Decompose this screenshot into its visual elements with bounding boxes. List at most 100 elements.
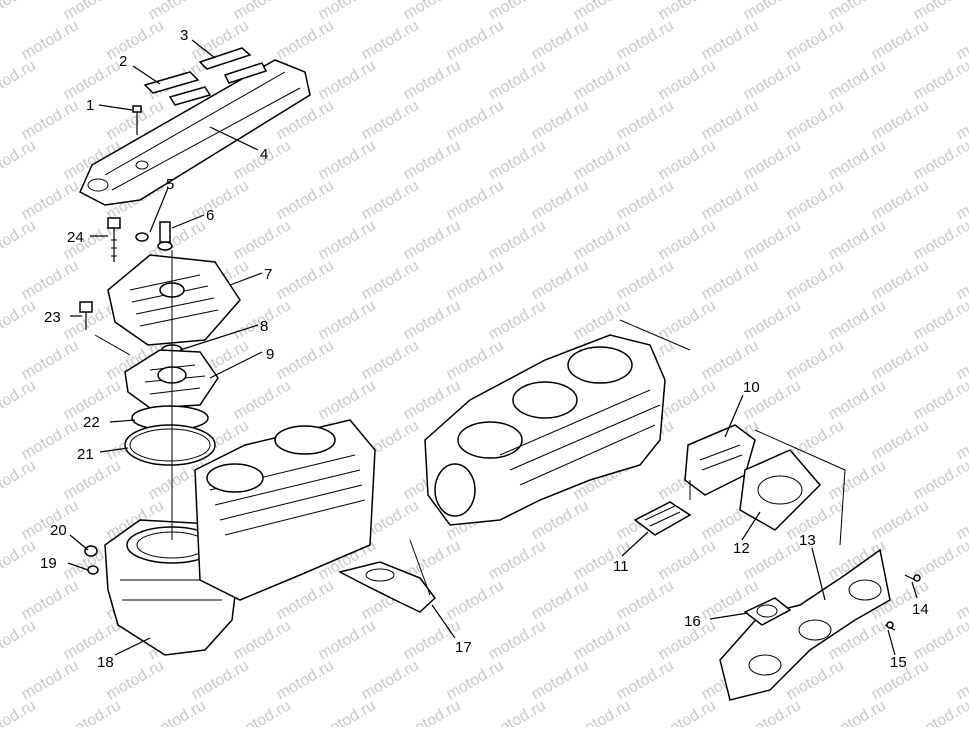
watermark-text: motod.ru	[869, 177, 932, 223]
watermark-text: motod.ru	[699, 17, 762, 63]
watermark-text: motod.ru	[444, 17, 507, 63]
watermark-text: motod.ru	[359, 97, 422, 143]
callout-2: 2	[119, 53, 127, 70]
part-24-bolt	[108, 218, 120, 262]
watermark-text: motod.ru	[231, 617, 294, 663]
watermark-text: motod.ru	[274, 577, 337, 623]
watermark-text: motod.ru	[444, 657, 507, 703]
watermark-text: motod.ru	[401, 137, 464, 183]
callout-13: 13	[799, 532, 816, 549]
watermark-text: motod.ru	[19, 337, 82, 383]
watermark-text: motod.ru	[486, 297, 549, 343]
watermark-text: motod.ru	[19, 257, 82, 303]
watermark-text: motod.ru	[911, 137, 969, 183]
watermark-text: motod.ru	[0, 297, 39, 343]
watermark-text: motod.ru	[486, 137, 549, 183]
watermark-text: motod.ru	[231, 377, 294, 423]
callout-1: 1	[86, 97, 94, 114]
watermark-text: motod.ru	[869, 257, 932, 303]
watermark-text: motod.ru	[954, 497, 969, 543]
watermark-text: motod.ru	[869, 497, 932, 543]
watermark-text: motod.ru	[656, 137, 719, 183]
watermark-text: motod.ru	[614, 577, 677, 623]
watermark-text: motod.ru	[571, 217, 634, 263]
watermark-text: motod.ru	[486, 617, 549, 663]
watermark-text: motod.ru	[656, 297, 719, 343]
watermark-text: motod.ru	[911, 297, 969, 343]
watermark-text: motod.ru	[699, 97, 762, 143]
watermark-text: motod.ru	[699, 337, 762, 383]
watermark-text: motod.ru	[444, 97, 507, 143]
watermark-text: motod.ru	[316, 377, 379, 423]
watermark-text: motod.ru	[0, 617, 39, 663]
watermark-text: motod.ru	[869, 417, 932, 463]
watermark-text: motod.ru	[614, 657, 677, 703]
watermark-text: motod.ru	[401, 697, 464, 727]
watermark-text: motod.ru	[954, 97, 969, 143]
watermark-text: motod.ru	[359, 657, 422, 703]
watermark-text: motod.ru	[784, 17, 847, 63]
callout-8: 8	[260, 318, 268, 335]
watermark-text: motod.ru	[316, 297, 379, 343]
callout-22: 22	[83, 414, 100, 431]
watermark-text: motod.ru	[614, 257, 677, 303]
watermark-text: motod.ru	[19, 17, 82, 63]
watermark-text: motod.ru	[316, 57, 379, 103]
watermark-text: motod.ru	[869, 97, 932, 143]
watermark-text: motod.ru	[231, 217, 294, 263]
watermark-text: motod.ru	[784, 337, 847, 383]
watermark-text: motod.ru	[486, 57, 549, 103]
watermark-text: motod.ru	[444, 337, 507, 383]
watermark-text: motod.ru	[401, 57, 464, 103]
watermark-text: motod.ru	[486, 217, 549, 263]
watermark-text: motod.ru	[19, 177, 82, 223]
callout-9: 9	[266, 346, 274, 363]
watermark-text: motod.ru	[699, 257, 762, 303]
callout-21: 21	[77, 446, 94, 463]
watermark-text: motod.ru	[274, 657, 337, 703]
watermark-text: motod.ru	[869, 337, 932, 383]
watermark-text: motod.ru	[316, 137, 379, 183]
watermark-text: motod.ru	[529, 17, 592, 63]
callout-11: 11	[613, 558, 629, 575]
watermark-text: motod.ru	[0, 217, 39, 263]
watermark-text: motod.ru	[699, 177, 762, 223]
watermark-text: motod.ru	[19, 97, 82, 143]
watermark-text: motod.ru	[571, 137, 634, 183]
watermark-text: motod.ru	[826, 297, 889, 343]
watermark-text: motod.ru	[274, 337, 337, 383]
watermark-text: motod.ru	[911, 377, 969, 423]
watermark-text: motod.ru	[741, 217, 804, 263]
watermark-text: motod.ru	[231, 697, 294, 727]
watermark-text: motod.ru	[741, 137, 804, 183]
watermark-text: motod.ru	[656, 697, 719, 727]
watermark-text: motod.ru	[316, 617, 379, 663]
watermark-text: motod.ru	[784, 97, 847, 143]
watermark-text: motod.ru	[316, 697, 379, 727]
watermark-text: motod.ru	[146, 697, 209, 727]
watermark-text: motod.ru	[741, 297, 804, 343]
callout-17: 17	[455, 639, 472, 656]
watermark-text: motod.ru	[571, 697, 634, 727]
watermark-text: motod.ru	[826, 377, 889, 423]
watermark-text: motod.ru	[954, 657, 969, 703]
callout-10: 10	[743, 379, 760, 396]
watermark-text: motod.ru	[486, 697, 549, 727]
watermark-text: motod.ru	[529, 257, 592, 303]
callout-19: 19	[40, 555, 57, 572]
watermark-text: motod.ru	[316, 217, 379, 263]
callout-12: 12	[733, 540, 750, 557]
watermark-text: motod.ru	[911, 697, 969, 727]
watermark-text: motod.ru	[61, 617, 124, 663]
watermark-text: motod.ru	[571, 297, 634, 343]
watermark-text: motod.ru	[274, 17, 337, 63]
watermark-text: motod.ru	[826, 137, 889, 183]
callout-6: 6	[206, 207, 214, 224]
watermark-text: motod.ru	[529, 577, 592, 623]
watermark-text: motod.ru	[656, 217, 719, 263]
watermark-text: motod.ru	[444, 257, 507, 303]
watermark-text: motod.ru	[911, 217, 969, 263]
watermark-text: motod.ru	[614, 17, 677, 63]
watermark-text: motod.ru	[359, 257, 422, 303]
